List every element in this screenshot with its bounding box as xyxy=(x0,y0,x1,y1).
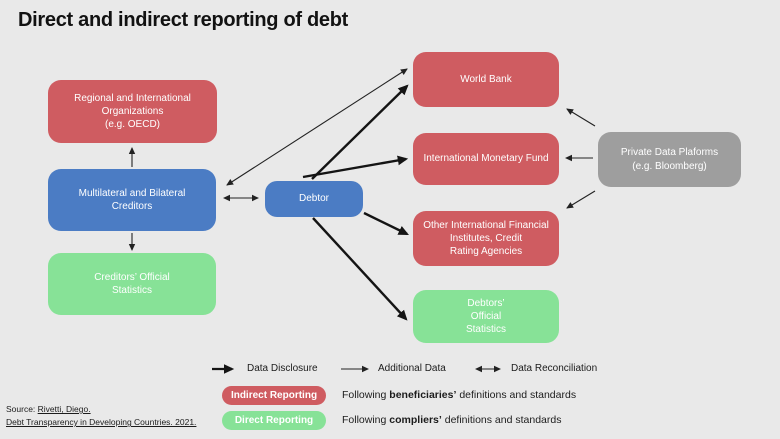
node-multilateral-bilateral-creditors: Multilateral and Bilateral Creditors xyxy=(48,169,216,231)
node-label-line: Debtors’ xyxy=(467,297,505,309)
description-bold-text: compliers’ xyxy=(389,414,442,426)
node-label-line: International Monetary Fund xyxy=(423,153,549,165)
legend-data-disclosure: Data Disclosure xyxy=(211,361,318,376)
node-other-international-financial-institutes: Other International Financial Institutes… xyxy=(413,211,559,266)
node-label-line: (e.g. OECD) xyxy=(104,119,160,131)
source-author-link[interactable]: Rivetti, Diego. xyxy=(37,404,91,414)
thick-arrow-icon xyxy=(212,363,235,374)
arrow-disclosure-debtor-to-debtors-stats xyxy=(312,217,408,321)
node-label-line: Creditors xyxy=(111,201,153,212)
node-label-line: (e.g. Bloomberg) xyxy=(632,160,707,172)
legend-data-reconciliation: Data Reconciliation xyxy=(471,361,597,376)
direct-reporting-description: Following compliers’ definitions and sta… xyxy=(342,414,561,426)
node-label-line: Institutes, Credit xyxy=(449,232,523,244)
node-label-line: World Bank xyxy=(460,73,512,85)
arrow-privatedata-to-other-intl xyxy=(566,190,596,209)
legend-additional-data: Additional Data xyxy=(340,361,446,376)
description-text: Following xyxy=(342,389,390,401)
arrow-disclosure-debtor-to-worldbank xyxy=(311,84,409,180)
description-text: Following xyxy=(342,414,390,426)
thin-arrow-icon xyxy=(341,365,369,372)
legend-label: Data Disclosure xyxy=(247,363,318,374)
node-label-line: Debtor xyxy=(298,193,329,205)
node-international-monetary-fund: International Monetary Fund xyxy=(413,133,559,185)
badge-label: Direct Reporting xyxy=(234,415,314,426)
badge-label: Indirect Reporting xyxy=(230,390,318,401)
node-label-line: Private Data Plaforms xyxy=(620,147,719,159)
node-label-line: Organizations xyxy=(101,105,164,117)
source-work-link[interactable]: Debt Transparency in Developing Countrie… xyxy=(6,417,197,428)
indirect-reporting-badge: Indirect Reporting xyxy=(222,386,326,405)
node-regional-international-organizations: Regional and International Organizations… xyxy=(48,80,217,143)
arrow-privatedata-to-worldbank xyxy=(566,108,596,127)
arrow-reconciliation-worldbank-multilateral xyxy=(226,68,408,186)
node-private-data-platforms: Private Data Plaforms (e.g. Bloomberg) xyxy=(598,132,741,187)
source-prefix: Source: xyxy=(6,404,38,414)
legend-label: Data Reconciliation xyxy=(511,363,598,374)
source-line-1: Source: Rivetti, Diego. xyxy=(6,403,196,416)
description-text: definitions and standards xyxy=(456,389,577,401)
node-debtor: Debtor xyxy=(265,181,363,217)
node-debtors-official-statistics: Debtors’ Official Statistics xyxy=(413,290,559,343)
node-world-bank: World Bank xyxy=(413,52,559,107)
legend-label: Additional Data xyxy=(378,363,446,374)
figure-title: Direct and indirect reporting of debt xyxy=(18,9,349,31)
node-label-line: Statistics xyxy=(111,285,152,296)
description-bold-text: beneficiaries’ xyxy=(389,389,457,401)
node-label-line: Regional and International xyxy=(74,92,191,104)
description-text: definitions and standards xyxy=(441,414,562,426)
node-label-line: Statistics xyxy=(465,324,506,336)
direct-reporting-badge: Direct Reporting xyxy=(222,411,326,430)
node-label-line: Other International Financial xyxy=(423,219,549,231)
node-creditors-official-statistics: Creditors’ Official Statistics xyxy=(48,253,216,315)
node-label-line: Rating Agencies xyxy=(449,246,523,258)
node-label-line: Multilateral and Bilateral xyxy=(78,187,186,199)
node-label-line: Creditors’ Official xyxy=(94,271,170,283)
arrow-disclosure-debtor-to-imf xyxy=(302,155,409,179)
indirect-reporting-description: Following beneficiaries’ definitions and… xyxy=(342,389,576,401)
double-arrow-icon xyxy=(475,365,501,372)
source-note: Source: Rivetti, Diego. Debt Transparenc… xyxy=(6,403,196,429)
node-label-line: Official xyxy=(470,310,502,322)
arrow-disclosure-debtor-to-other-intl xyxy=(363,211,409,236)
